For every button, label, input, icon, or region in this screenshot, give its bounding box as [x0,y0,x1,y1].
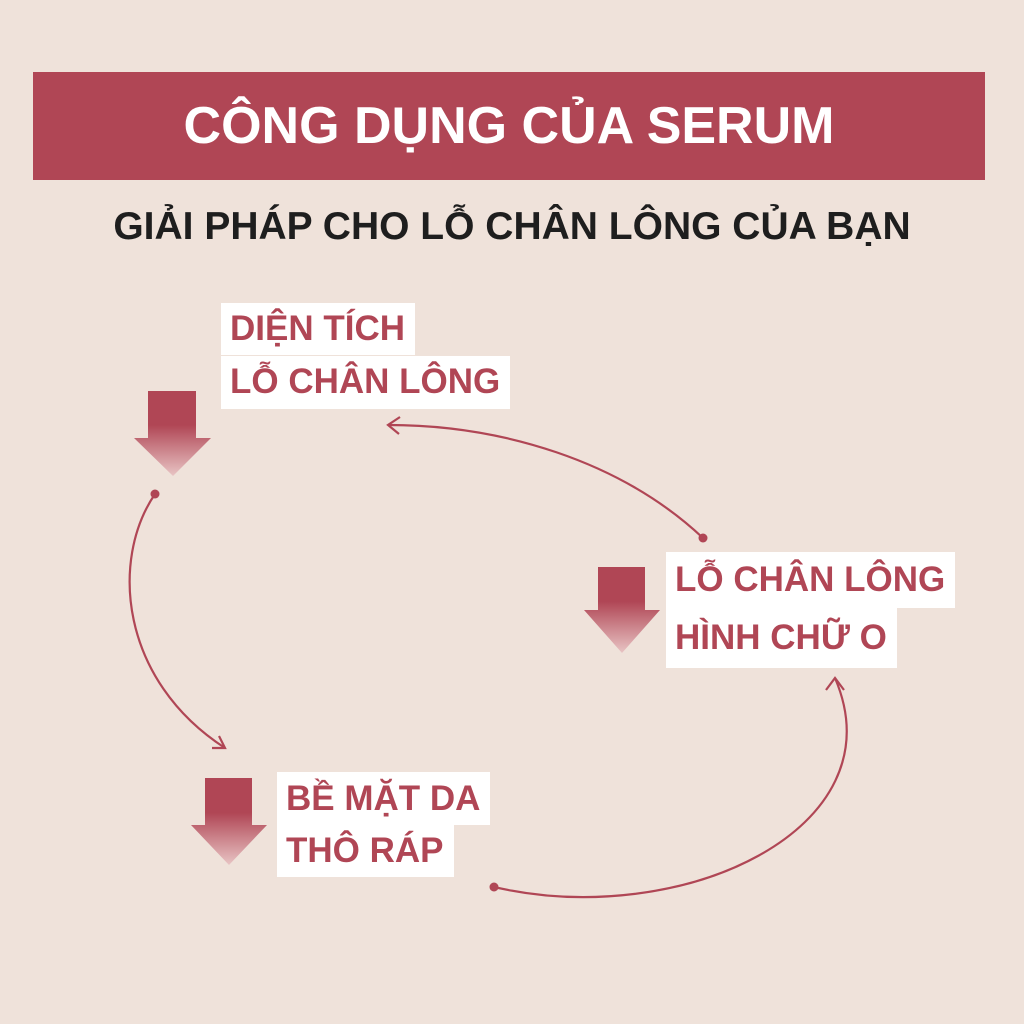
down-arrow-icon [584,567,660,653]
label-pore-area-line2: LỖ CHÂN LÔNG [221,356,511,409]
title-banner: CÔNG DỤNG CỦA SERUM [33,72,985,180]
dot [489,882,499,892]
dot [150,489,160,499]
cycle-arrow-1 [128,493,226,749]
subtitle: GIẢI PHÁP CHO LỖ CHÂN LÔNG CỦA BẠN [113,205,911,248]
cycle-arrow-2 [493,677,848,899]
label-o-shape-line2: HÌNH CHỮ O [666,608,897,668]
cycle-arrow-3 [387,423,704,539]
label-o-shape-line1: LỖ CHÂN LÔNG [666,552,956,608]
down-arrow-icon [191,778,267,865]
down-arrow-icon [134,391,211,476]
label-pore-area-line1: DIỆN TÍCH [221,303,415,355]
dot [698,533,708,543]
label-rough-skin-line1: BỀ MẶT DA [277,772,491,825]
page-title: CÔNG DỤNG CỦA SERUM [183,97,835,155]
label-rough-skin-line2: THÔ RÁP [277,825,454,877]
